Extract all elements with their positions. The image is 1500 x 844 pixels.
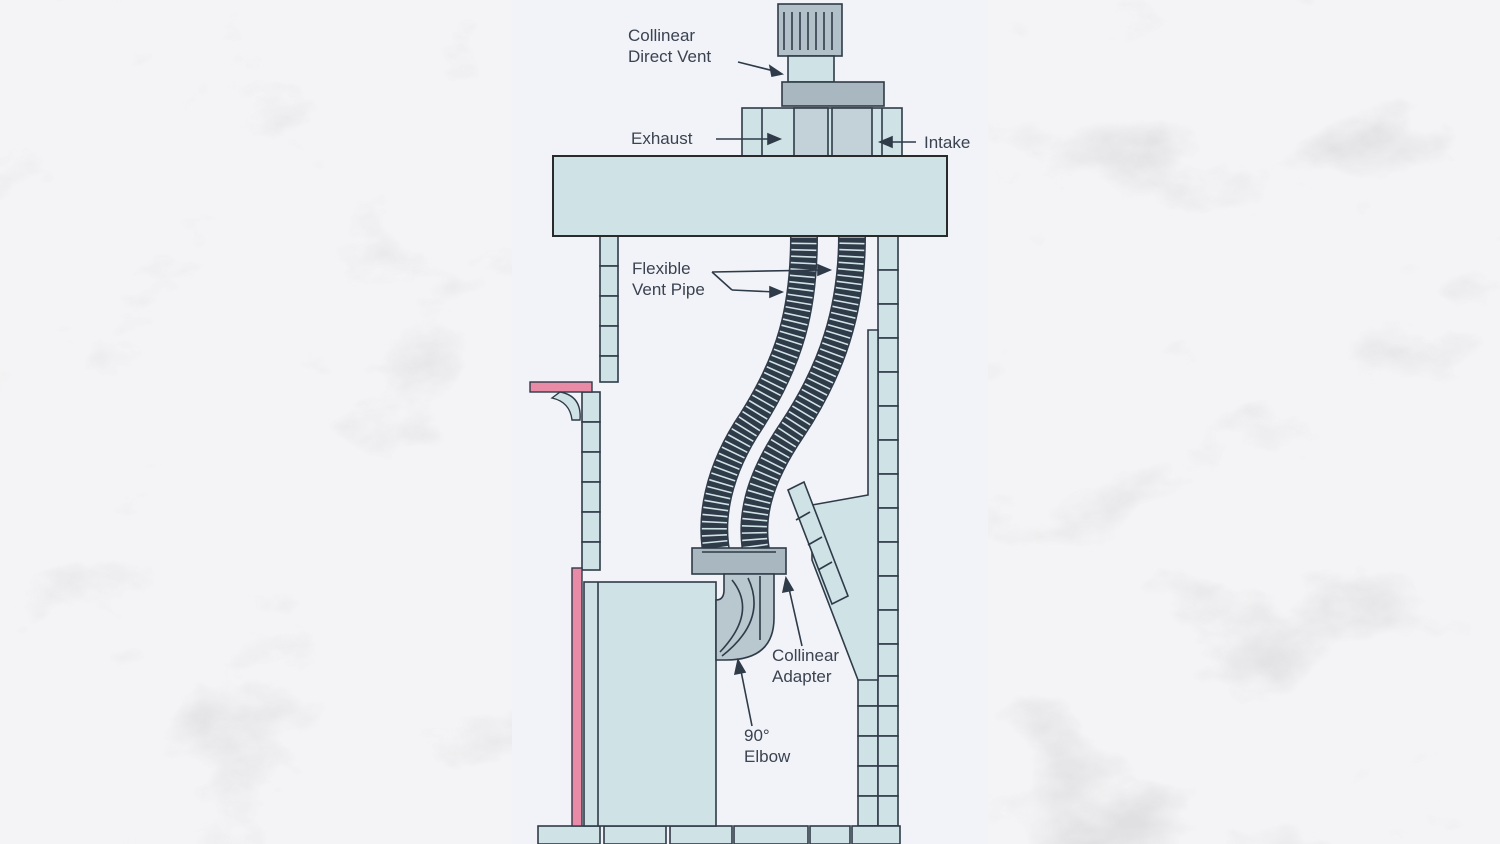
- wall-brick: [599, 265, 619, 297]
- wall-brick: [877, 795, 899, 827]
- wall-brick: [877, 541, 899, 577]
- wall-brick: [877, 303, 899, 339]
- wall-brick: [877, 575, 899, 611]
- wall-brick: [581, 511, 601, 543]
- smoke-shelf: [786, 329, 879, 681]
- flexible-vent-pipe: [700, 235, 866, 564]
- wall-brick: [877, 675, 899, 707]
- collinear-direct-vent-label: Collinear Direct Vent: [628, 26, 712, 66]
- hearth-floor: [537, 825, 901, 844]
- wall-brick: [599, 235, 619, 267]
- fireplace-insert: [583, 581, 717, 827]
- wall-brick: [581, 481, 601, 513]
- elbow-90: [715, 573, 775, 661]
- wall-brick: [599, 295, 619, 327]
- wall-brick: [857, 735, 879, 767]
- wall-brick: [599, 325, 619, 357]
- wall-brick: [581, 541, 601, 571]
- wall-brick: [877, 735, 899, 767]
- wall-brick: [581, 421, 601, 453]
- wall-brick: [877, 235, 899, 271]
- intake-label: Intake: [924, 133, 971, 152]
- exhaust-label: Exhaust: [631, 129, 693, 148]
- collinear-adapter-label: Collinear Adapter: [772, 646, 840, 686]
- wall-brick: [877, 371, 899, 407]
- floor-brick: [851, 825, 901, 844]
- wall-brick: [877, 643, 899, 677]
- floor-brick: [669, 825, 733, 844]
- flexible-vent-pipe-label: Flexible Vent Pipe: [632, 259, 705, 299]
- floor-brick: [809, 825, 851, 844]
- wall-brick: [877, 439, 899, 475]
- vent-diagram: [512, 0, 988, 844]
- floor-brick: [537, 825, 601, 844]
- leader-lines: [711, 61, 916, 727]
- floor-brick: [603, 825, 667, 844]
- wall-brick: [877, 765, 899, 797]
- mantel-shelf: [529, 381, 593, 421]
- wall-brick: [857, 705, 879, 737]
- wall-brick: [581, 391, 601, 423]
- wall-brick: [877, 609, 899, 645]
- elbow-label: 90° Elbow: [744, 726, 791, 766]
- wall-brick: [581, 451, 601, 483]
- left-breast-wall: [581, 391, 601, 571]
- wall-brick: [857, 765, 879, 797]
- wall-brick: [877, 473, 899, 509]
- collinear-adapter: [691, 547, 787, 575]
- wall-brick: [877, 405, 899, 441]
- wall-brick: [877, 269, 899, 305]
- wall-brick: [877, 337, 899, 373]
- left-chimney-wall: [599, 235, 619, 383]
- roof-overlay-box: [552, 155, 948, 237]
- wall-brick: [877, 705, 899, 737]
- firebox-trim: [571, 567, 583, 827]
- collinear-direct-vent-cap: [741, 3, 903, 157]
- floor-brick: [733, 825, 809, 844]
- wall-brick: [877, 507, 899, 543]
- wall-brick: [857, 795, 879, 827]
- wall-brick: [599, 355, 619, 383]
